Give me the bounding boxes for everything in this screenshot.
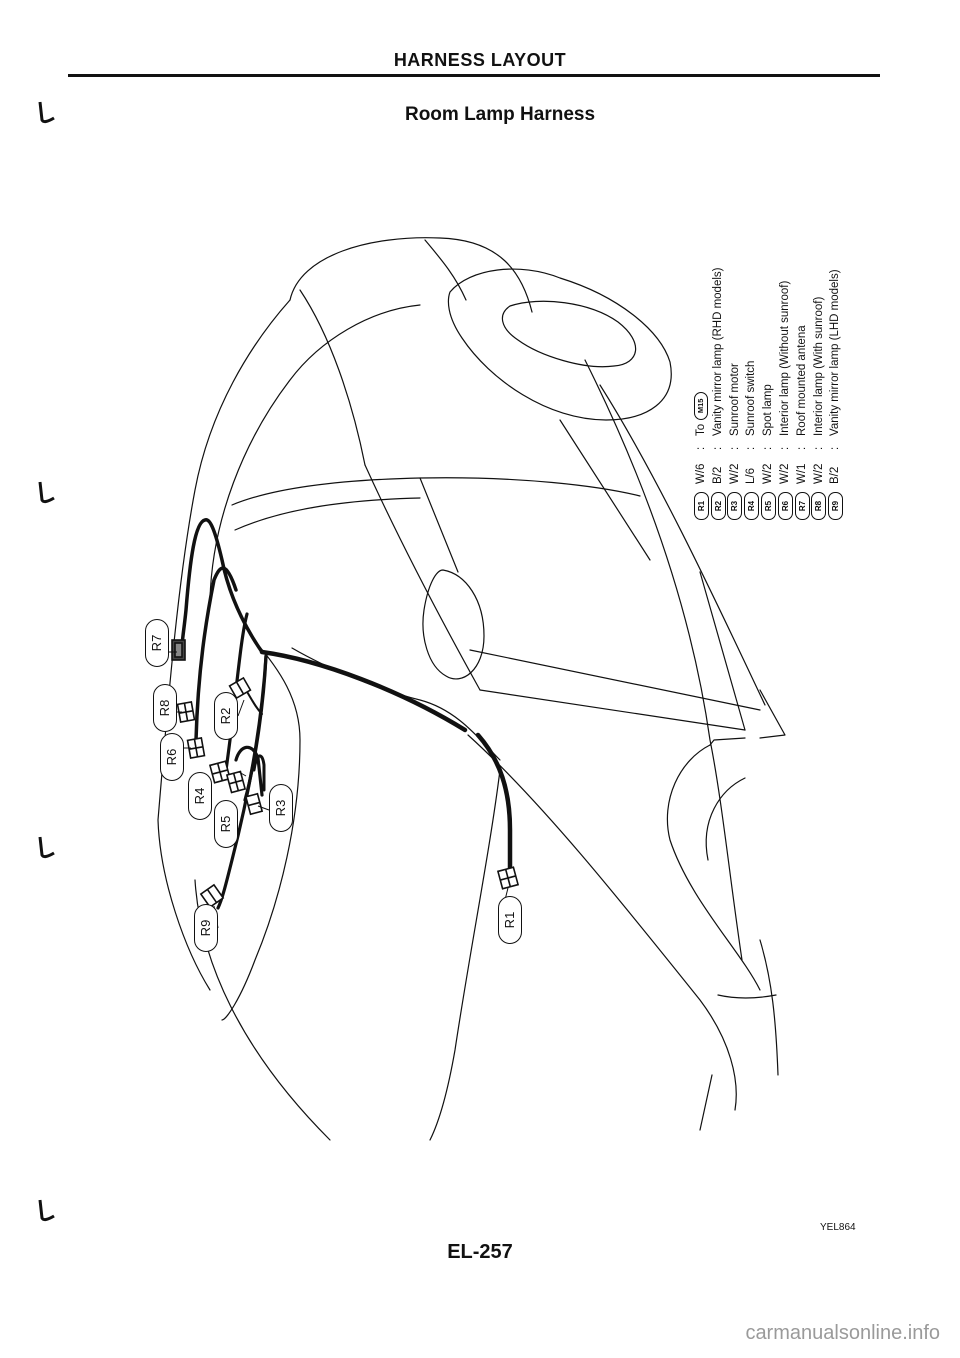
connector-plug-icon <box>186 736 206 760</box>
legend-description: Sunroof motor <box>728 363 741 436</box>
legend-separator: : <box>829 446 842 450</box>
legend-description: Interior lamp (Without sunroof) <box>778 280 791 436</box>
legend-description: Interior lamp (With sunroof) <box>812 296 825 436</box>
legend-separator: : <box>795 446 808 450</box>
vehicle-body-outline <box>157 237 786 1141</box>
wire-spec: W/6 <box>695 463 707 484</box>
legend-description: Vanity mirror lamp (LHD models) <box>829 269 842 436</box>
connector-plug-icon <box>171 639 186 661</box>
header-rule <box>68 74 880 77</box>
legend-description: Vanity mirror lamp (RHD models) <box>711 267 724 436</box>
figure-code: YEL864 <box>820 1222 856 1233</box>
legend-description: Spot lamp <box>762 384 775 436</box>
legend-separator: : <box>762 446 775 450</box>
legend-row: R8 W/2 : Interior lamp (With sunroof) <box>811 268 828 520</box>
ref-connector-badge: M15 <box>694 391 709 420</box>
connector-plug-icon <box>199 883 225 909</box>
connector-badge: R4 <box>744 492 760 520</box>
legend-row: R2 B/2 : Vanity mirror lamp (RHD models) <box>710 268 727 520</box>
connector-badge: R7 <box>794 492 810 520</box>
watermark-text[interactable]: carmanualsonline.info <box>745 1322 940 1344</box>
legend-row: R1 W/6 : To M15 <box>693 268 710 520</box>
page-header: HARNESS LAYOUT <box>393 50 567 70</box>
legend-prefix: To <box>695 423 707 436</box>
wire-spec: L/6 <box>745 468 758 484</box>
wire-spec: B/2 <box>711 466 724 484</box>
legend-separator: : <box>728 446 741 450</box>
wire-spec: W/2 <box>728 463 741 484</box>
connector-badge: R1 <box>693 492 709 520</box>
legend-description: Sunroof switch <box>745 360 758 436</box>
connector-plug-icon <box>176 700 196 724</box>
page-number: EL-257 <box>447 1241 513 1263</box>
legend-row: R4 L/6 : Sunroof switch <box>743 268 760 520</box>
connector-plug-icon <box>228 676 252 700</box>
legend-row: R3 W/2 : Sunroof motor <box>727 268 744 520</box>
connector-plug-icon <box>225 770 247 794</box>
wire-spec: W/2 <box>762 463 775 484</box>
legend-separator: : <box>778 446 791 450</box>
legend-row: R7 W/1 : Roof mounted antena <box>794 268 811 520</box>
connector-plug-icon <box>496 866 520 890</box>
connector-badge: R9 <box>828 492 844 520</box>
legend-separator: : <box>745 446 758 450</box>
binding-hook-icon <box>38 101 55 124</box>
legend-separator: : <box>711 446 724 450</box>
page-subtitle: Room Lamp Harness <box>404 104 596 125</box>
connector-badge: R3 <box>727 492 743 520</box>
legend-separator: : <box>812 446 825 450</box>
wire-spec: B/2 <box>829 466 842 484</box>
binding-hook-icon <box>38 1199 55 1222</box>
wire-spec: W/2 <box>812 463 825 484</box>
wire-spec: W/1 <box>795 463 808 484</box>
connector-plug-icon <box>208 760 232 784</box>
connector-badge: R6 <box>777 492 793 520</box>
binding-hook-icon <box>38 481 55 504</box>
connector-legend: R1 W/6 : To M15 R2 B/2 : Vanity mirror l… <box>693 268 844 520</box>
legend-row: R6 W/2 : Interior lamp (Without sunroof) <box>777 268 794 520</box>
legend-row: R5 W/2 : Spot lamp <box>760 268 777 520</box>
legend-description: Roof mounted antena <box>795 325 808 436</box>
connectors <box>171 639 520 909</box>
legend-separator: : <box>695 446 707 450</box>
legend-description: To M15 <box>693 391 710 436</box>
legend-row: R9 B/2 : Vanity mirror lamp (LHD models) <box>827 268 844 520</box>
wire-spec: W/2 <box>778 463 791 484</box>
harness-wires <box>180 518 513 910</box>
connector-badge: R8 <box>811 492 827 520</box>
connector-plug-icon <box>244 792 264 816</box>
connector-badge: R5 <box>761 492 777 520</box>
binding-hook-icon <box>38 836 55 859</box>
connector-badge: R2 <box>710 492 726 520</box>
